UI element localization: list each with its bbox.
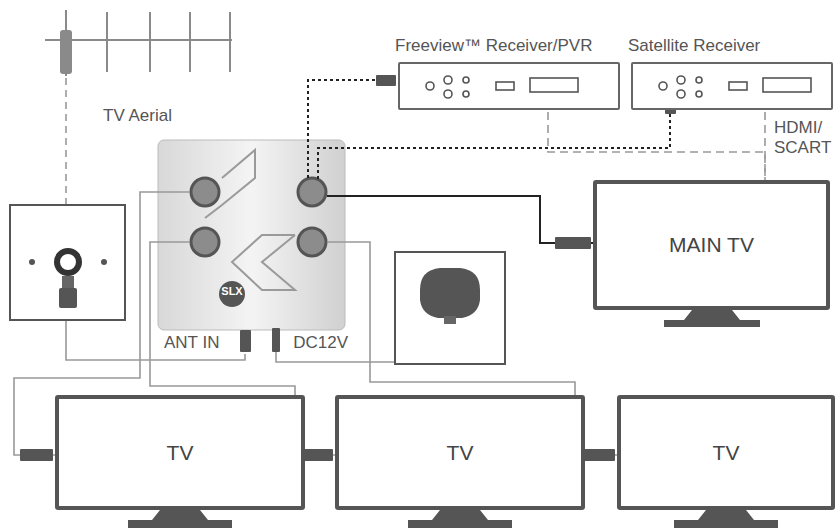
receiver-sockets — [400, 64, 618, 108]
power-socket — [395, 252, 505, 364]
socket — [696, 91, 702, 97]
amplifier-housing — [158, 140, 345, 330]
cable — [327, 196, 593, 243]
tv-aerial — [45, 10, 232, 76]
socket — [530, 78, 578, 92]
socket — [696, 77, 702, 83]
logo-text: SLX — [219, 285, 245, 297]
node-label: DC12V — [293, 333, 348, 353]
socket — [444, 90, 452, 98]
cable — [764, 112, 766, 180]
socket — [463, 91, 469, 97]
node-label: TV — [447, 441, 474, 465]
tv-screen: TV — [335, 395, 585, 510]
socket — [463, 77, 469, 83]
tv-screen: MAIN TV — [593, 180, 830, 310]
receiver-body — [398, 62, 620, 110]
receiver-body — [631, 62, 833, 110]
socket — [677, 90, 685, 98]
socket — [496, 82, 514, 90]
receiver-sockets — [633, 64, 831, 108]
aerial-mast — [60, 30, 72, 74]
cable — [308, 80, 395, 178]
receiver-box: Satellite Receiver — [628, 36, 835, 112]
socket — [444, 76, 452, 84]
node-label: ANT IN — [164, 333, 219, 353]
node-label: TV — [167, 441, 194, 465]
socket — [426, 82, 434, 90]
aerial-node: TV Aerial — [40, 8, 235, 133]
socket — [729, 82, 747, 90]
node-label: Satellite Receiver — [628, 36, 760, 56]
aerial-cable-mask — [64, 78, 68, 205]
node-label: MAIN TV — [669, 233, 754, 257]
receiver-box: Freeview™ Receiver/PVR — [395, 36, 622, 112]
socket — [659, 82, 667, 90]
aerial-cable — [65, 78, 67, 205]
signal-label: HDMI/ SCART — [774, 118, 836, 158]
node-label: TV — [713, 441, 740, 465]
node-label: TV Aerial — [103, 106, 172, 126]
wall-socket — [10, 205, 125, 320]
socket — [677, 76, 685, 84]
node-label: Freeview™ Receiver/PVR — [395, 36, 592, 56]
tv-screen: TV — [55, 395, 305, 510]
socket — [763, 78, 811, 92]
cable — [548, 112, 765, 180]
cable — [318, 112, 670, 179]
tv-screen: TV — [617, 395, 835, 510]
amplifier-box: ANT IN DC12V — [155, 138, 350, 354]
